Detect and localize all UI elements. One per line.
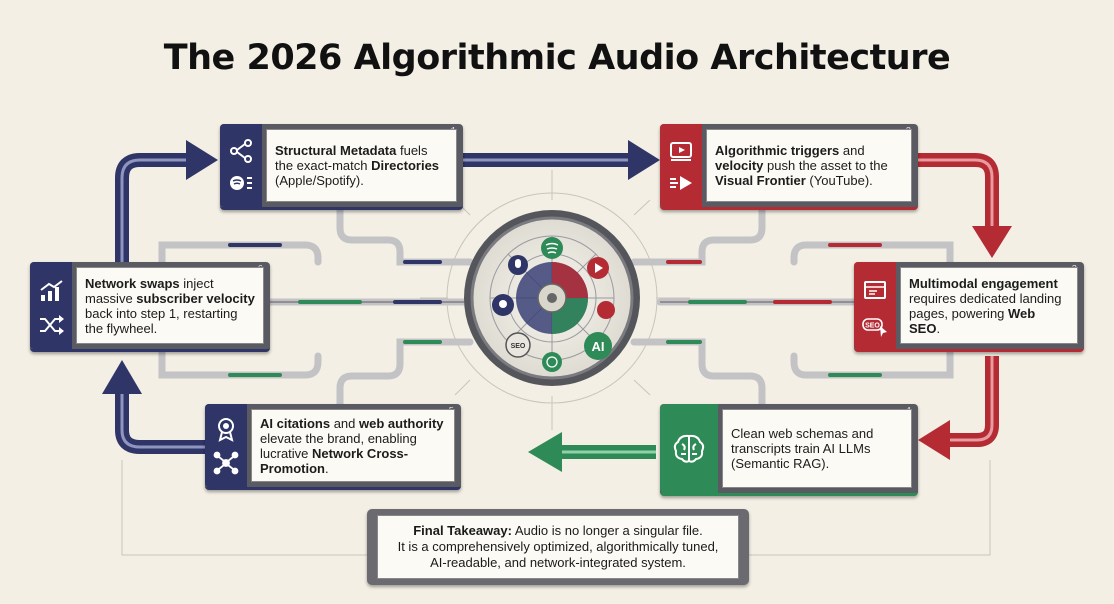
ai-chip-icon: AI — [584, 332, 612, 360]
step-4-text: Clean web schemas and transcripts train … — [722, 409, 912, 488]
browser-window-icon — [864, 281, 886, 299]
growth-chart-icon — [40, 280, 63, 301]
spotify-icon — [541, 237, 563, 259]
step-1-card: 1 Structural Metadata fuels the exact-ma… — [220, 124, 463, 210]
shuffle-icon — [40, 315, 64, 335]
spotify-list-icon — [230, 176, 252, 190]
hub-ai-label: AI — [592, 339, 605, 354]
apple-podcasts-icon — [492, 294, 514, 316]
final-takeaway-text: Final Takeaway: Audio is no longer a sin… — [377, 515, 739, 579]
fast-forward-icon — [670, 176, 692, 190]
award-ribbon-icon — [218, 418, 234, 442]
step-5-text: AI citations and web authority elevate t… — [251, 409, 455, 482]
seo-badge-icon: SEO — [505, 332, 531, 358]
step-3-card: SEO 3 Multimodal engagement requires ded… — [854, 262, 1084, 352]
final-takeaway-panel: Final Takeaway: Audio is no longer a sin… — [367, 509, 749, 585]
hub-seo-label: SEO — [511, 343, 526, 350]
youtube-icon — [587, 257, 609, 279]
seo-cursor-icon: SEO — [862, 318, 887, 337]
step-4-card: 4 Clean web schemas and transcripts trai… — [660, 404, 918, 496]
step-5-card: 5 AI citations and web authority elevate… — [205, 404, 461, 490]
svg-text:SEO: SEO — [865, 323, 880, 330]
podcast-mic-icon — [508, 255, 528, 275]
web-globe-icon — [542, 352, 562, 372]
step-3-text: Multimodal engagement requires dedicated… — [900, 267, 1078, 344]
network-nodes-icon — [213, 451, 239, 475]
link-icon — [597, 301, 615, 319]
page-title: The 2026 Algorithmic Audio Architecture — [163, 38, 951, 78]
video-player-icon — [670, 142, 692, 161]
step-2-card: 2 Algorithmic triggers and velocity push… — [660, 124, 918, 210]
step-6-card: 6 Network swaps inject massive subscribe… — [30, 262, 270, 352]
step-2-text: Algorithmic triggers and velocity push t… — [706, 129, 912, 202]
brain-circuit-icon — [673, 434, 705, 463]
step-6-text: Network swaps inject massive subscriber … — [76, 267, 264, 344]
step-1-text: Structural Metadata fuels the exact-matc… — [266, 129, 457, 202]
share-tree-icon — [230, 139, 252, 163]
